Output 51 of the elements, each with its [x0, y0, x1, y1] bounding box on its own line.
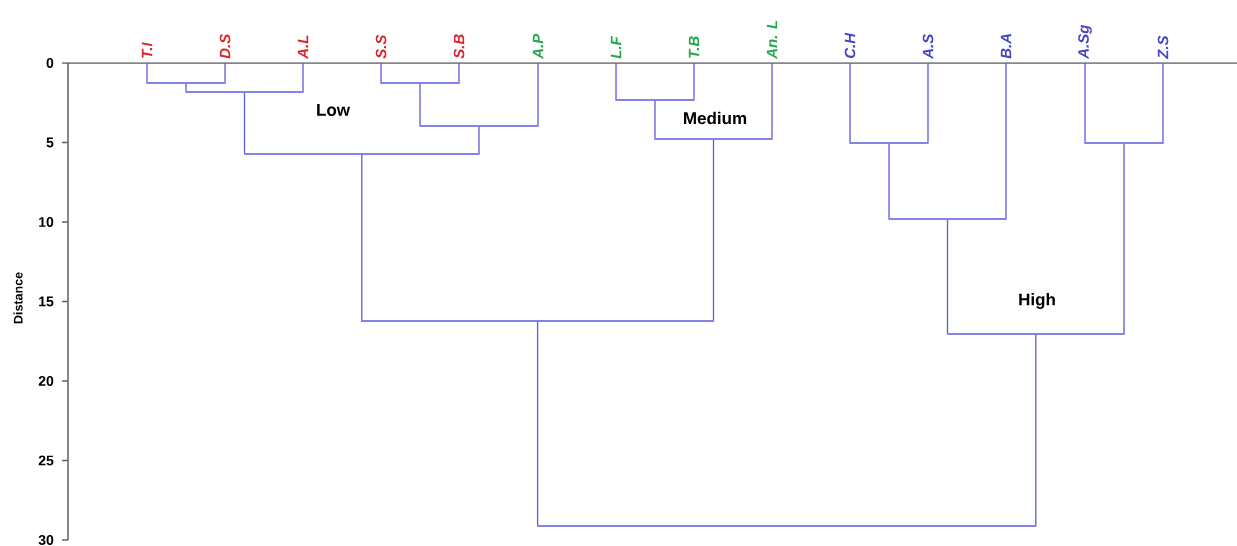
- leaf-label: T.I: [141, 42, 153, 58]
- branch-line: [615, 62, 617, 100]
- branch-line: [693, 62, 695, 100]
- cluster-label: High: [1019, 293, 1055, 309]
- branch-line: [243, 92, 246, 154]
- branch-line: [458, 62, 460, 83]
- branch-line: [419, 83, 421, 126]
- tick-label: 25: [38, 455, 54, 466]
- branch-line: [537, 62, 539, 126]
- leaf-label: S.B: [453, 34, 465, 59]
- tick-label: 0: [46, 58, 54, 68]
- leaf-label: T.B: [688, 36, 700, 58]
- leaf-label: A.P: [532, 33, 544, 60]
- branch-line: [380, 62, 382, 83]
- tick-label: 10: [39, 217, 54, 227]
- tick-label: 5: [46, 137, 54, 148]
- branch-line: [1084, 62, 1086, 143]
- branch-line: [146, 62, 148, 83]
- branch-line: [771, 62, 773, 139]
- leaf-label: D.S: [219, 33, 231, 59]
- leaf-label: A.Sg: [1078, 24, 1092, 60]
- branch-line: [1123, 143, 1125, 334]
- cluster-label: Low: [317, 104, 351, 116]
- branch-line: [888, 143, 890, 219]
- leaf-label: Z.S: [1157, 35, 1169, 60]
- tick-label: 15: [39, 296, 54, 307]
- branch-line: [536, 321, 539, 526]
- branch-line: [224, 62, 226, 83]
- leaf-label: B.A: [1000, 34, 1012, 59]
- branch-line: [946, 219, 949, 334]
- branch-line: [185, 83, 187, 92]
- tick-label: 30: [38, 535, 54, 545]
- leaf-label: A.S: [922, 33, 934, 60]
- branch-line: [1162, 62, 1164, 143]
- leaf-label: C.H: [844, 32, 856, 59]
- branch-line: [849, 62, 851, 143]
- tick-label: 20: [38, 376, 54, 386]
- leaf-label: L.F: [610, 36, 622, 59]
- branch-line: [302, 62, 304, 92]
- leaf-label: A.L: [297, 35, 309, 60]
- branch-line: [1005, 62, 1007, 219]
- axis-title: Distance: [13, 272, 23, 324]
- leaf-label: S.S: [375, 34, 387, 59]
- branch-line: [478, 126, 480, 154]
- branch-line: [1035, 334, 1037, 526]
- leaf-label: An. L: [766, 20, 778, 60]
- cluster-label: Medium: [684, 111, 747, 125]
- branch-line: [927, 62, 929, 143]
- branch-line: [361, 154, 363, 321]
- branch-line: [654, 100, 656, 139]
- branch-line: [712, 139, 715, 321]
